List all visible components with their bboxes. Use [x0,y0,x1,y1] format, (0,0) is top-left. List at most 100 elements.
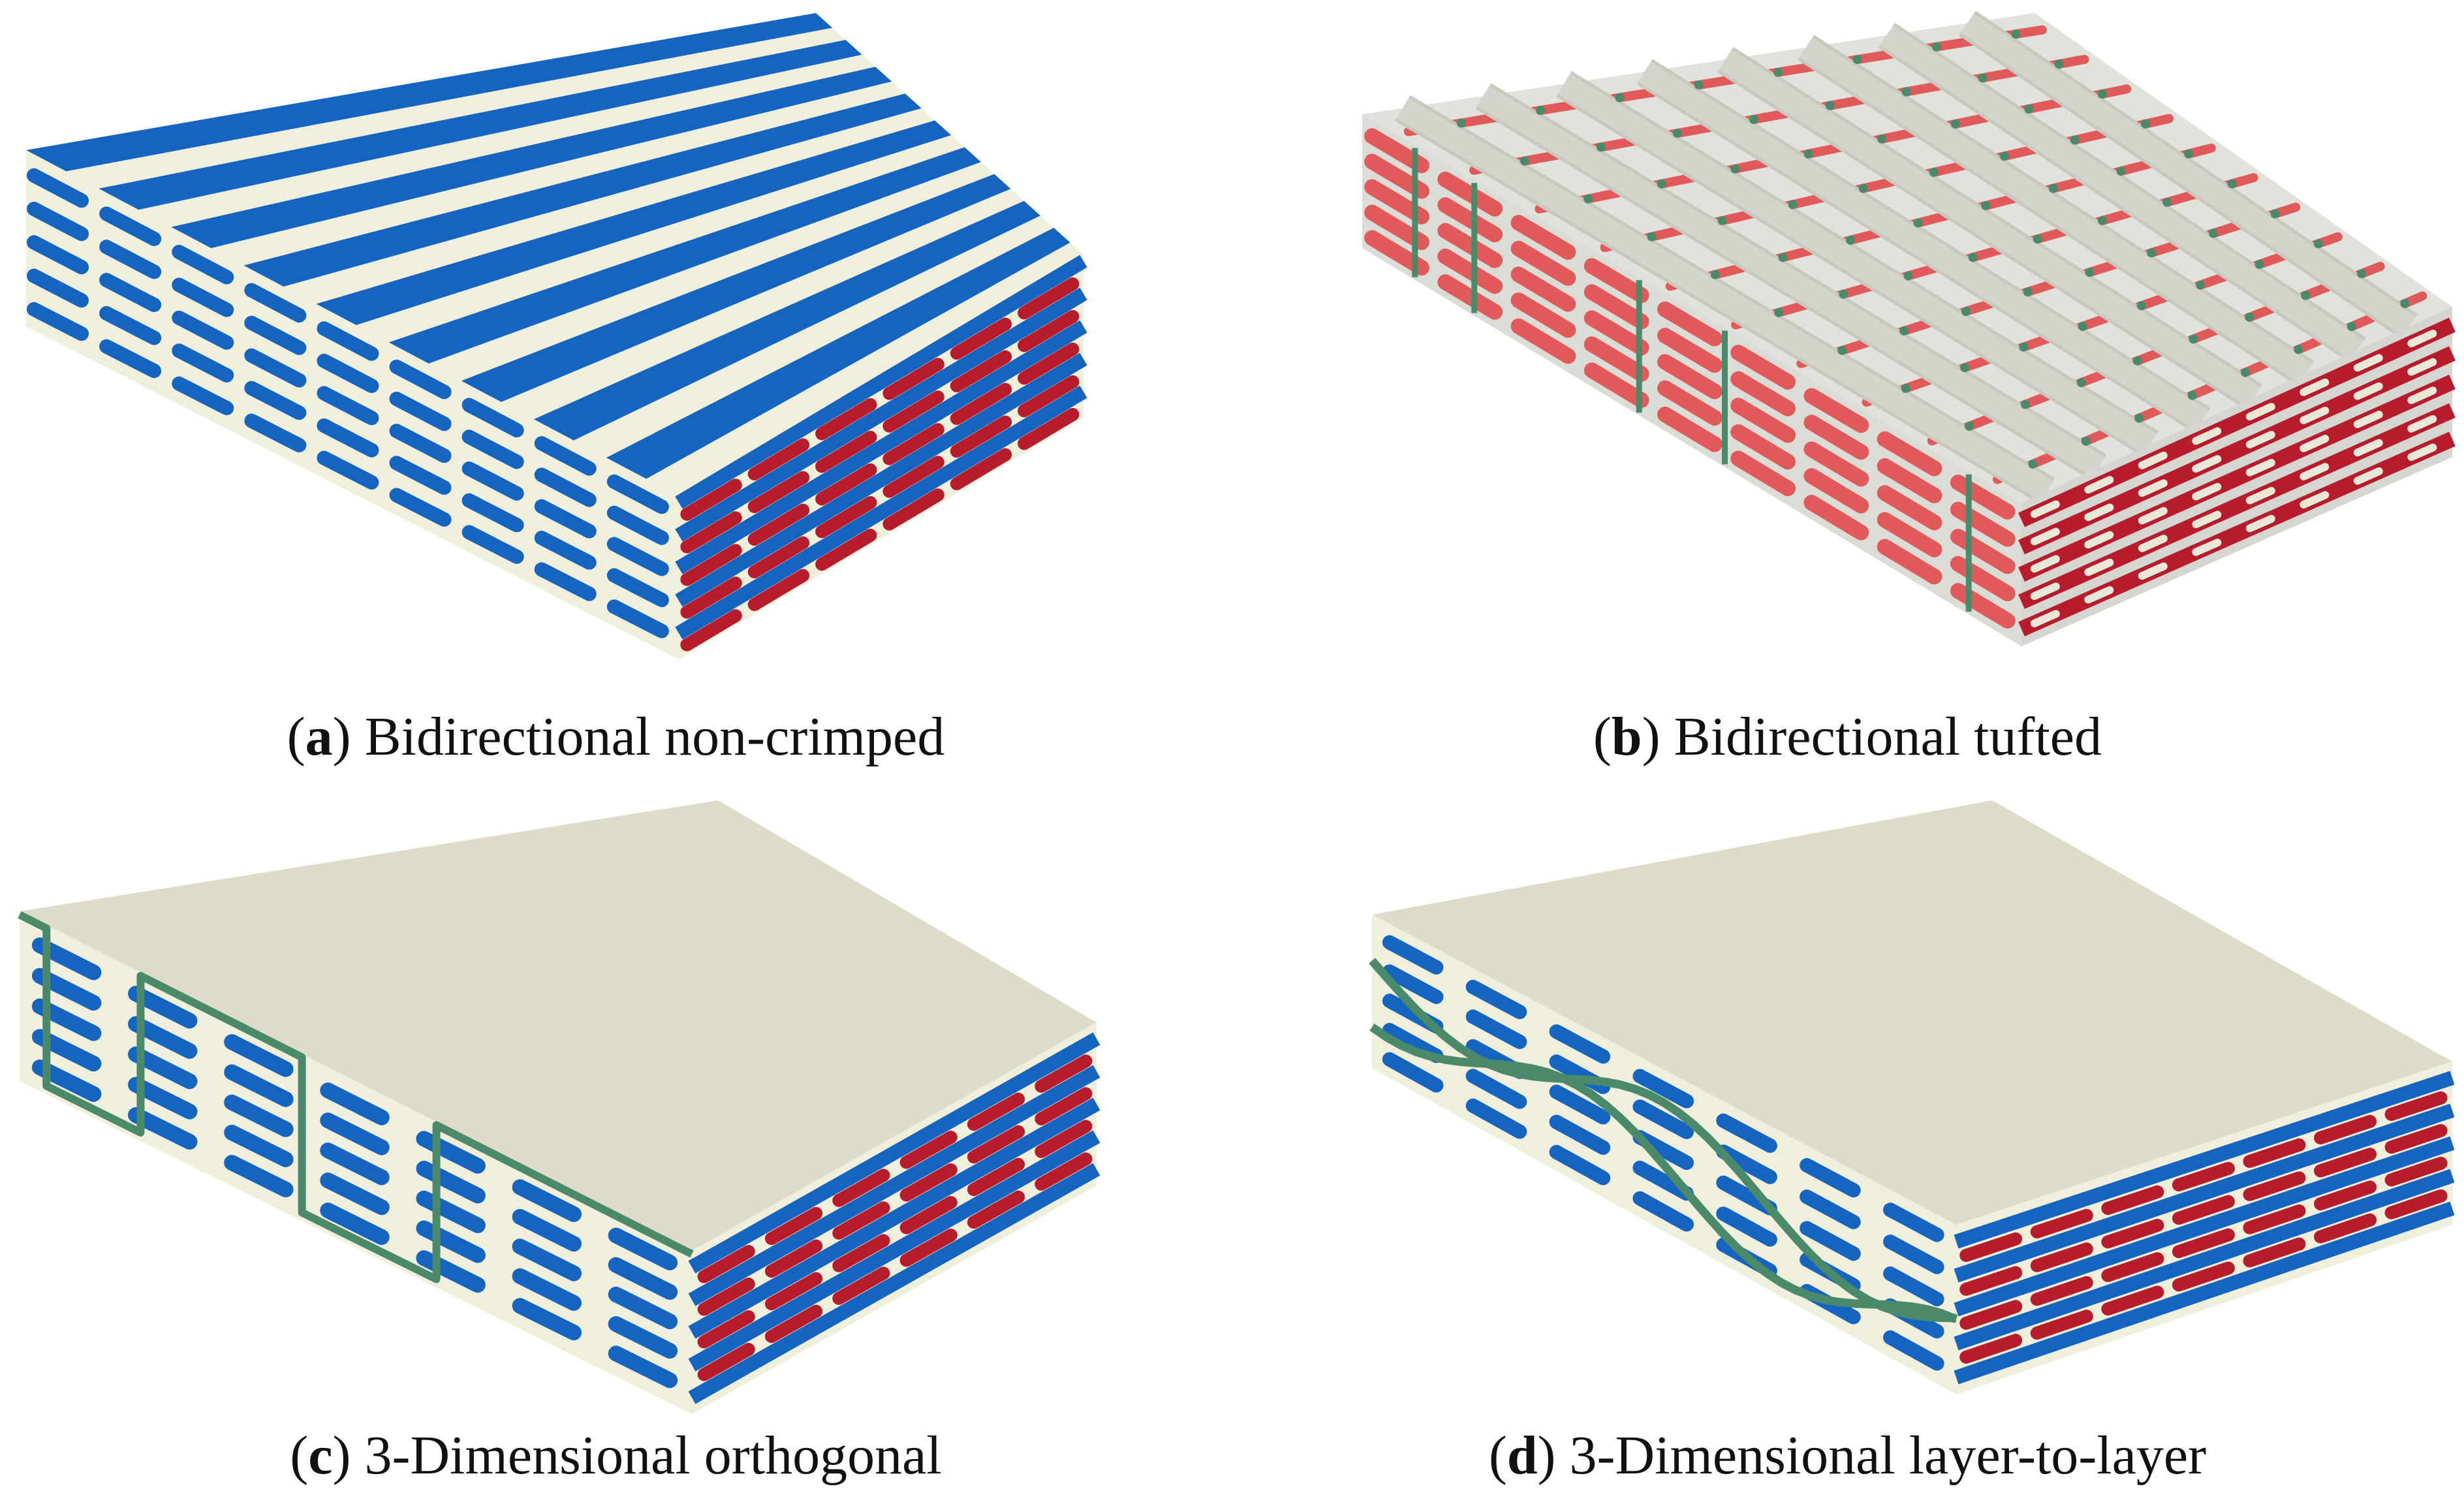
weft-tow [680,609,742,652]
weft-tow [747,569,810,611]
weft-tow-end [1877,431,1942,477]
tuft-point [2294,345,2303,354]
tuft-point [1858,183,1868,193]
warp-layer [688,1065,1100,1306]
weft-tow [2243,1171,2306,1201]
weft-tow [2030,1208,2093,1238]
binder-yarn [1369,1023,1958,1323]
caption-letter: b [1611,706,1642,767]
warp-tow-end [1465,1009,1527,1049]
warp-stripe [388,147,981,364]
weft-tow-end [1803,415,1869,460]
tuft-point [1965,421,1974,431]
warp-layer [675,287,1087,542]
weft-tow [882,488,944,531]
warp-tow-end [1632,1191,1694,1232]
warp-layer [675,320,1087,574]
weft-tow [815,430,877,473]
weft-tow [2030,1276,2093,1306]
warp-tow-end [1882,1203,1944,1242]
weft-tow [815,528,877,571]
warp-tow-end [1382,964,1444,1004]
warp-tow-end [128,1107,198,1150]
weft-tow [1018,375,1080,418]
warp-tow-end [1465,1069,1527,1109]
warp-tow-end [534,530,597,570]
tows-right [1954,1071,2455,1385]
warp-layer [688,1097,1100,1339]
weft-tow-end [1583,310,1649,356]
warp-tow-end [2407,443,2437,462]
weft-tow [747,536,810,578]
warp-tow-end [27,268,89,308]
panel-c: (c) 3-Dimensional orthogonal [0,755,1232,1509]
warp-tow-end [244,283,307,323]
tuft-point [1839,289,1848,299]
tuft-point [2070,135,2080,145]
weft-tow-end [1437,197,1503,243]
warp-tow-end [606,568,669,608]
tows-top [1395,10,2427,504]
warp-tow [1638,61,2209,431]
weft-tow [764,1206,823,1246]
tuft-point [1536,106,1546,116]
tuft-point [1825,101,1835,110]
weft-tow-end [1657,406,1723,452]
tuft-point [2033,234,2042,244]
weft-tow [1018,277,1080,320]
weft-tow [832,1266,890,1305]
tuft-point [1901,383,1910,393]
warp-layer [675,255,1087,509]
warp-tow-end [27,302,89,341]
warp-tow-end [608,1286,678,1330]
weft-tow [882,456,944,498]
warp-tow-end [2353,354,2383,372]
warp-tow-end [461,525,524,564]
weft-tow [680,479,742,521]
warp-tow-end [2300,435,2330,452]
weft-tow [2314,1114,2377,1144]
warp-tow-end [2030,582,2060,601]
tuft-point [2347,322,2356,332]
weft-tow-end [1730,424,1796,470]
weft-tow [680,576,742,619]
tuft-point [1520,156,1529,166]
warp-tow-end [2245,486,2275,505]
tuft-point [2147,248,2157,258]
tuft-point [2019,342,2029,352]
warp-tow-end [99,339,162,379]
tuft-point [2085,268,2095,277]
warp-stripe [99,40,862,210]
caption-b: (b) Bidirectional tufted [1593,706,2102,767]
tuft-point [1846,235,1856,245]
warp-tow-end [2245,403,2275,421]
warp-tow-end [317,353,379,394]
tuft-point [1730,164,1740,174]
weft-tow [2384,1091,2448,1121]
warp-tow-end [1882,1235,1944,1274]
weft-tow-end [1657,354,1723,400]
warp-layer [1954,1071,2455,1249]
tuft-point [1929,167,1939,177]
tuft-point [2028,459,2038,469]
tuft-point [1596,142,1606,152]
warp-tow-end [2030,527,2060,546]
warp-tow-end [1382,1052,1444,1093]
warp-tow-end [2353,467,2383,485]
weft-tow [967,1190,1025,1229]
tuft-point [1788,200,1798,210]
tuft-point [2301,291,2311,300]
warp-tow-end [1716,1206,1777,1247]
warp-tow-end [27,201,89,242]
warp-tow-end [608,1257,678,1300]
warp-tow-end [534,562,597,601]
weft-tow-end [1803,441,1869,487]
warp-tow-end [1549,1024,1611,1064]
weft-tow [899,1196,958,1235]
weft-tow [1035,1054,1093,1093]
weft-tow [882,390,944,433]
weft-tow [2314,1213,2377,1244]
tuft-point [1877,134,1887,144]
warp-stripe [316,120,952,325]
binder-yarn [1369,958,1957,1323]
